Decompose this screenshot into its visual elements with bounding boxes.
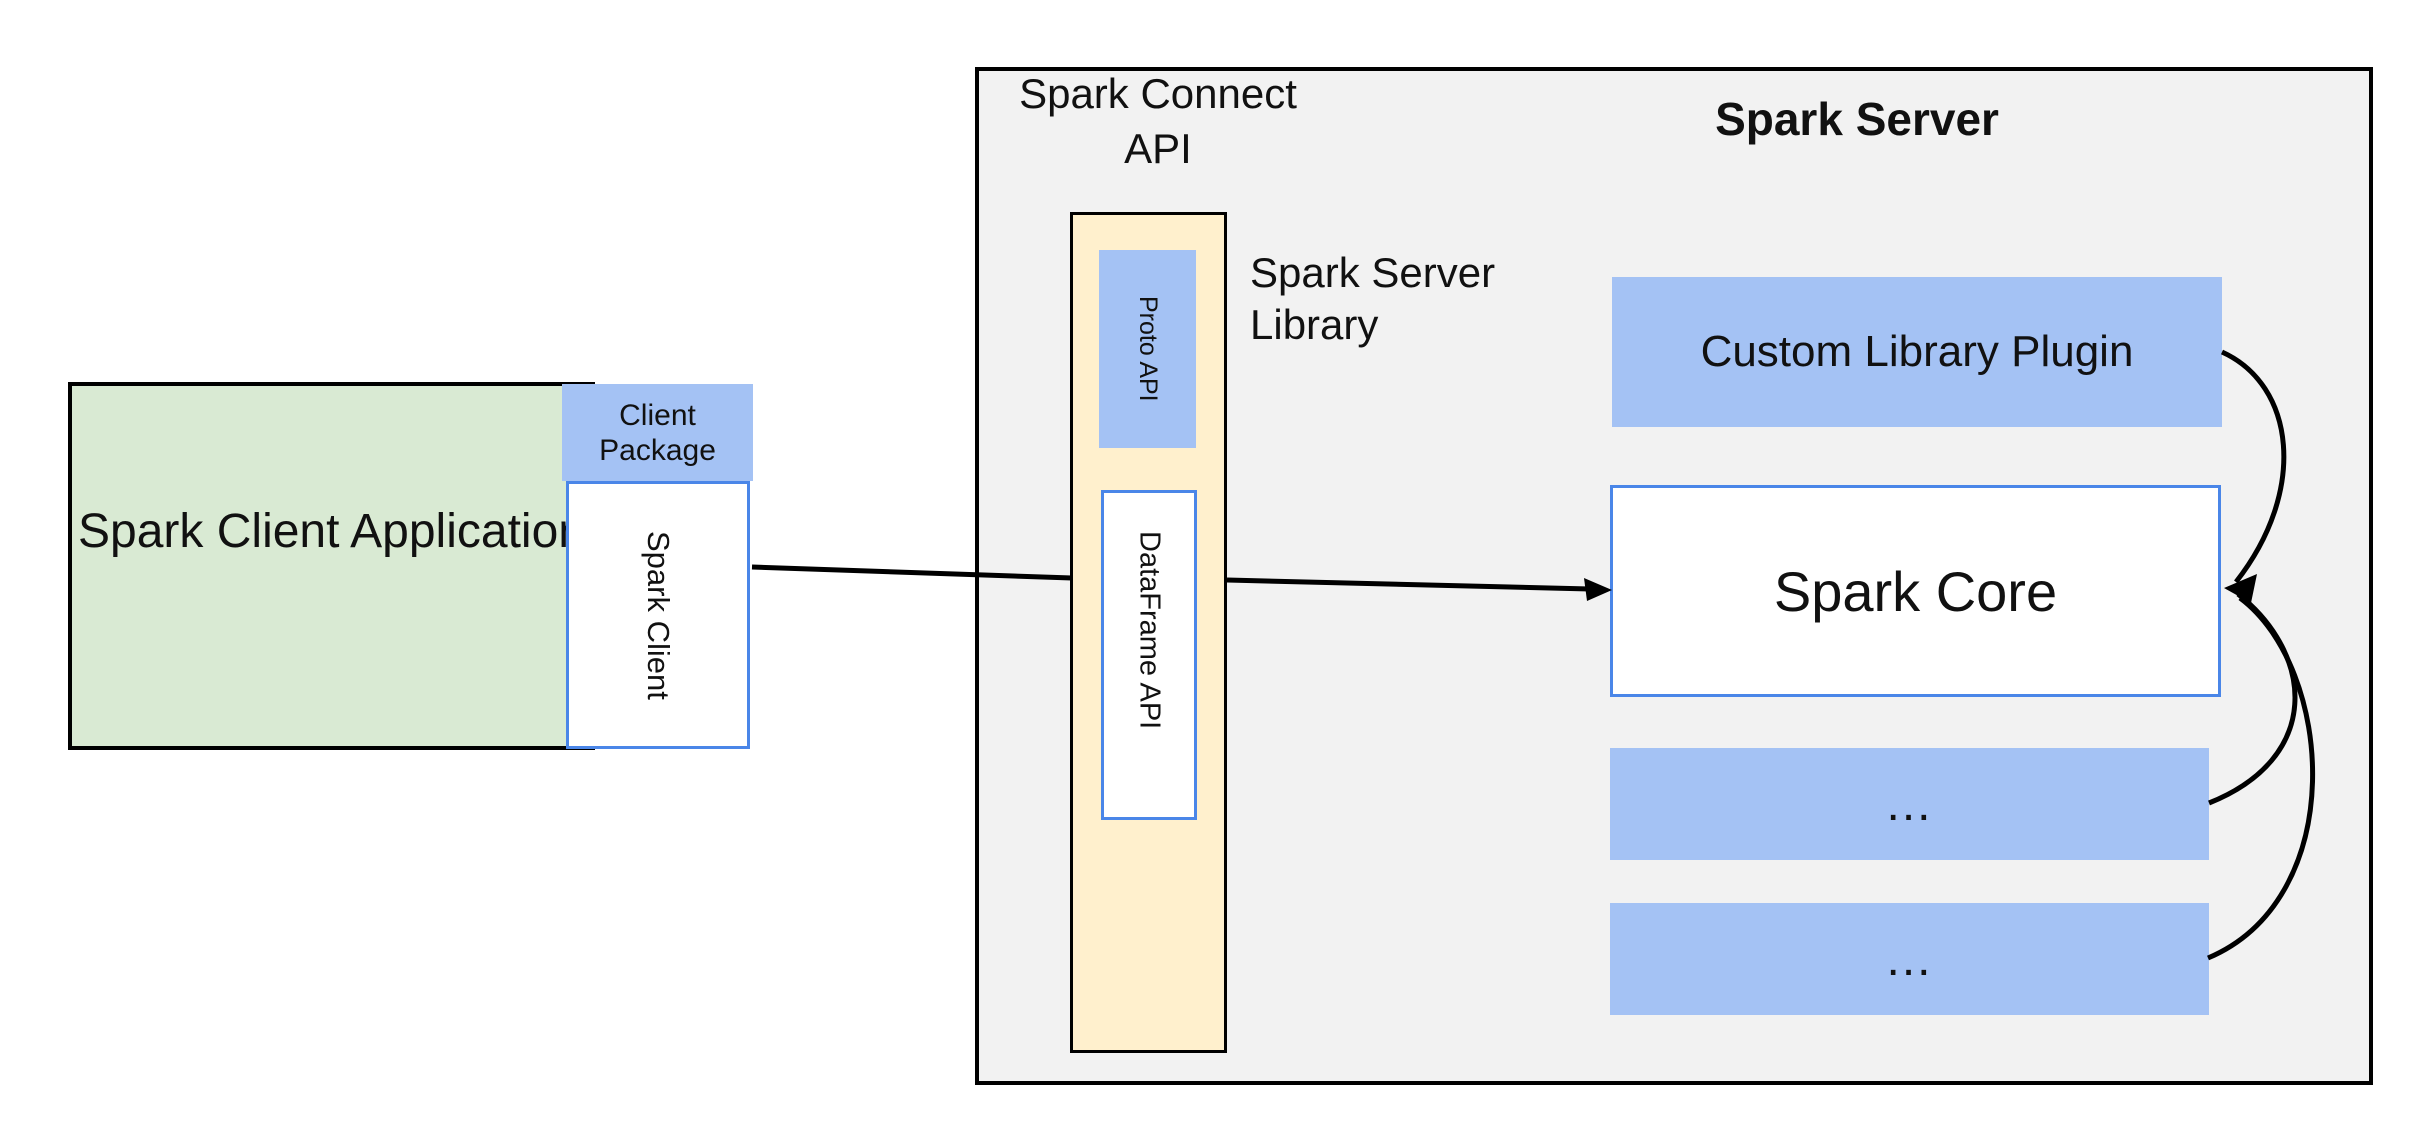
proto-api-label: Proto API xyxy=(1134,296,1162,402)
spark-client-application-box xyxy=(68,382,595,750)
server-module-1-box: ... xyxy=(1610,748,2209,860)
server-module-1-label: ... xyxy=(1886,777,1933,831)
spark-client-label: Spark Client xyxy=(641,530,676,700)
custom-library-plugin-label: Custom Library Plugin xyxy=(1700,327,2134,376)
server-module-2-label: ... xyxy=(1886,932,1933,986)
spark-client-application-label: Spark Client Application xyxy=(78,505,585,558)
spark-client-box: Spark Client xyxy=(566,481,750,749)
proto-api-box: Proto API xyxy=(1099,250,1196,448)
spark-core-label: Spark Core xyxy=(1773,559,2058,623)
client-package-box: Client Package xyxy=(562,384,753,481)
spark-server-library-label: Spark Server Library xyxy=(1250,249,1496,348)
spark-server-title: Spark Server xyxy=(1715,93,1999,145)
spark-connect-api-label: Spark Connect API xyxy=(1019,70,1297,172)
dataframe-api-box: DataFrame API xyxy=(1101,490,1197,820)
spark-core-box: Spark Core xyxy=(1610,485,2221,697)
custom-library-plugin-box: Custom Library Plugin xyxy=(1612,277,2222,427)
server-module-2-box: ... xyxy=(1610,903,2209,1015)
client-package-label: Client Package xyxy=(599,398,716,467)
dataframe-api-label: DataFrame API xyxy=(1133,530,1166,730)
